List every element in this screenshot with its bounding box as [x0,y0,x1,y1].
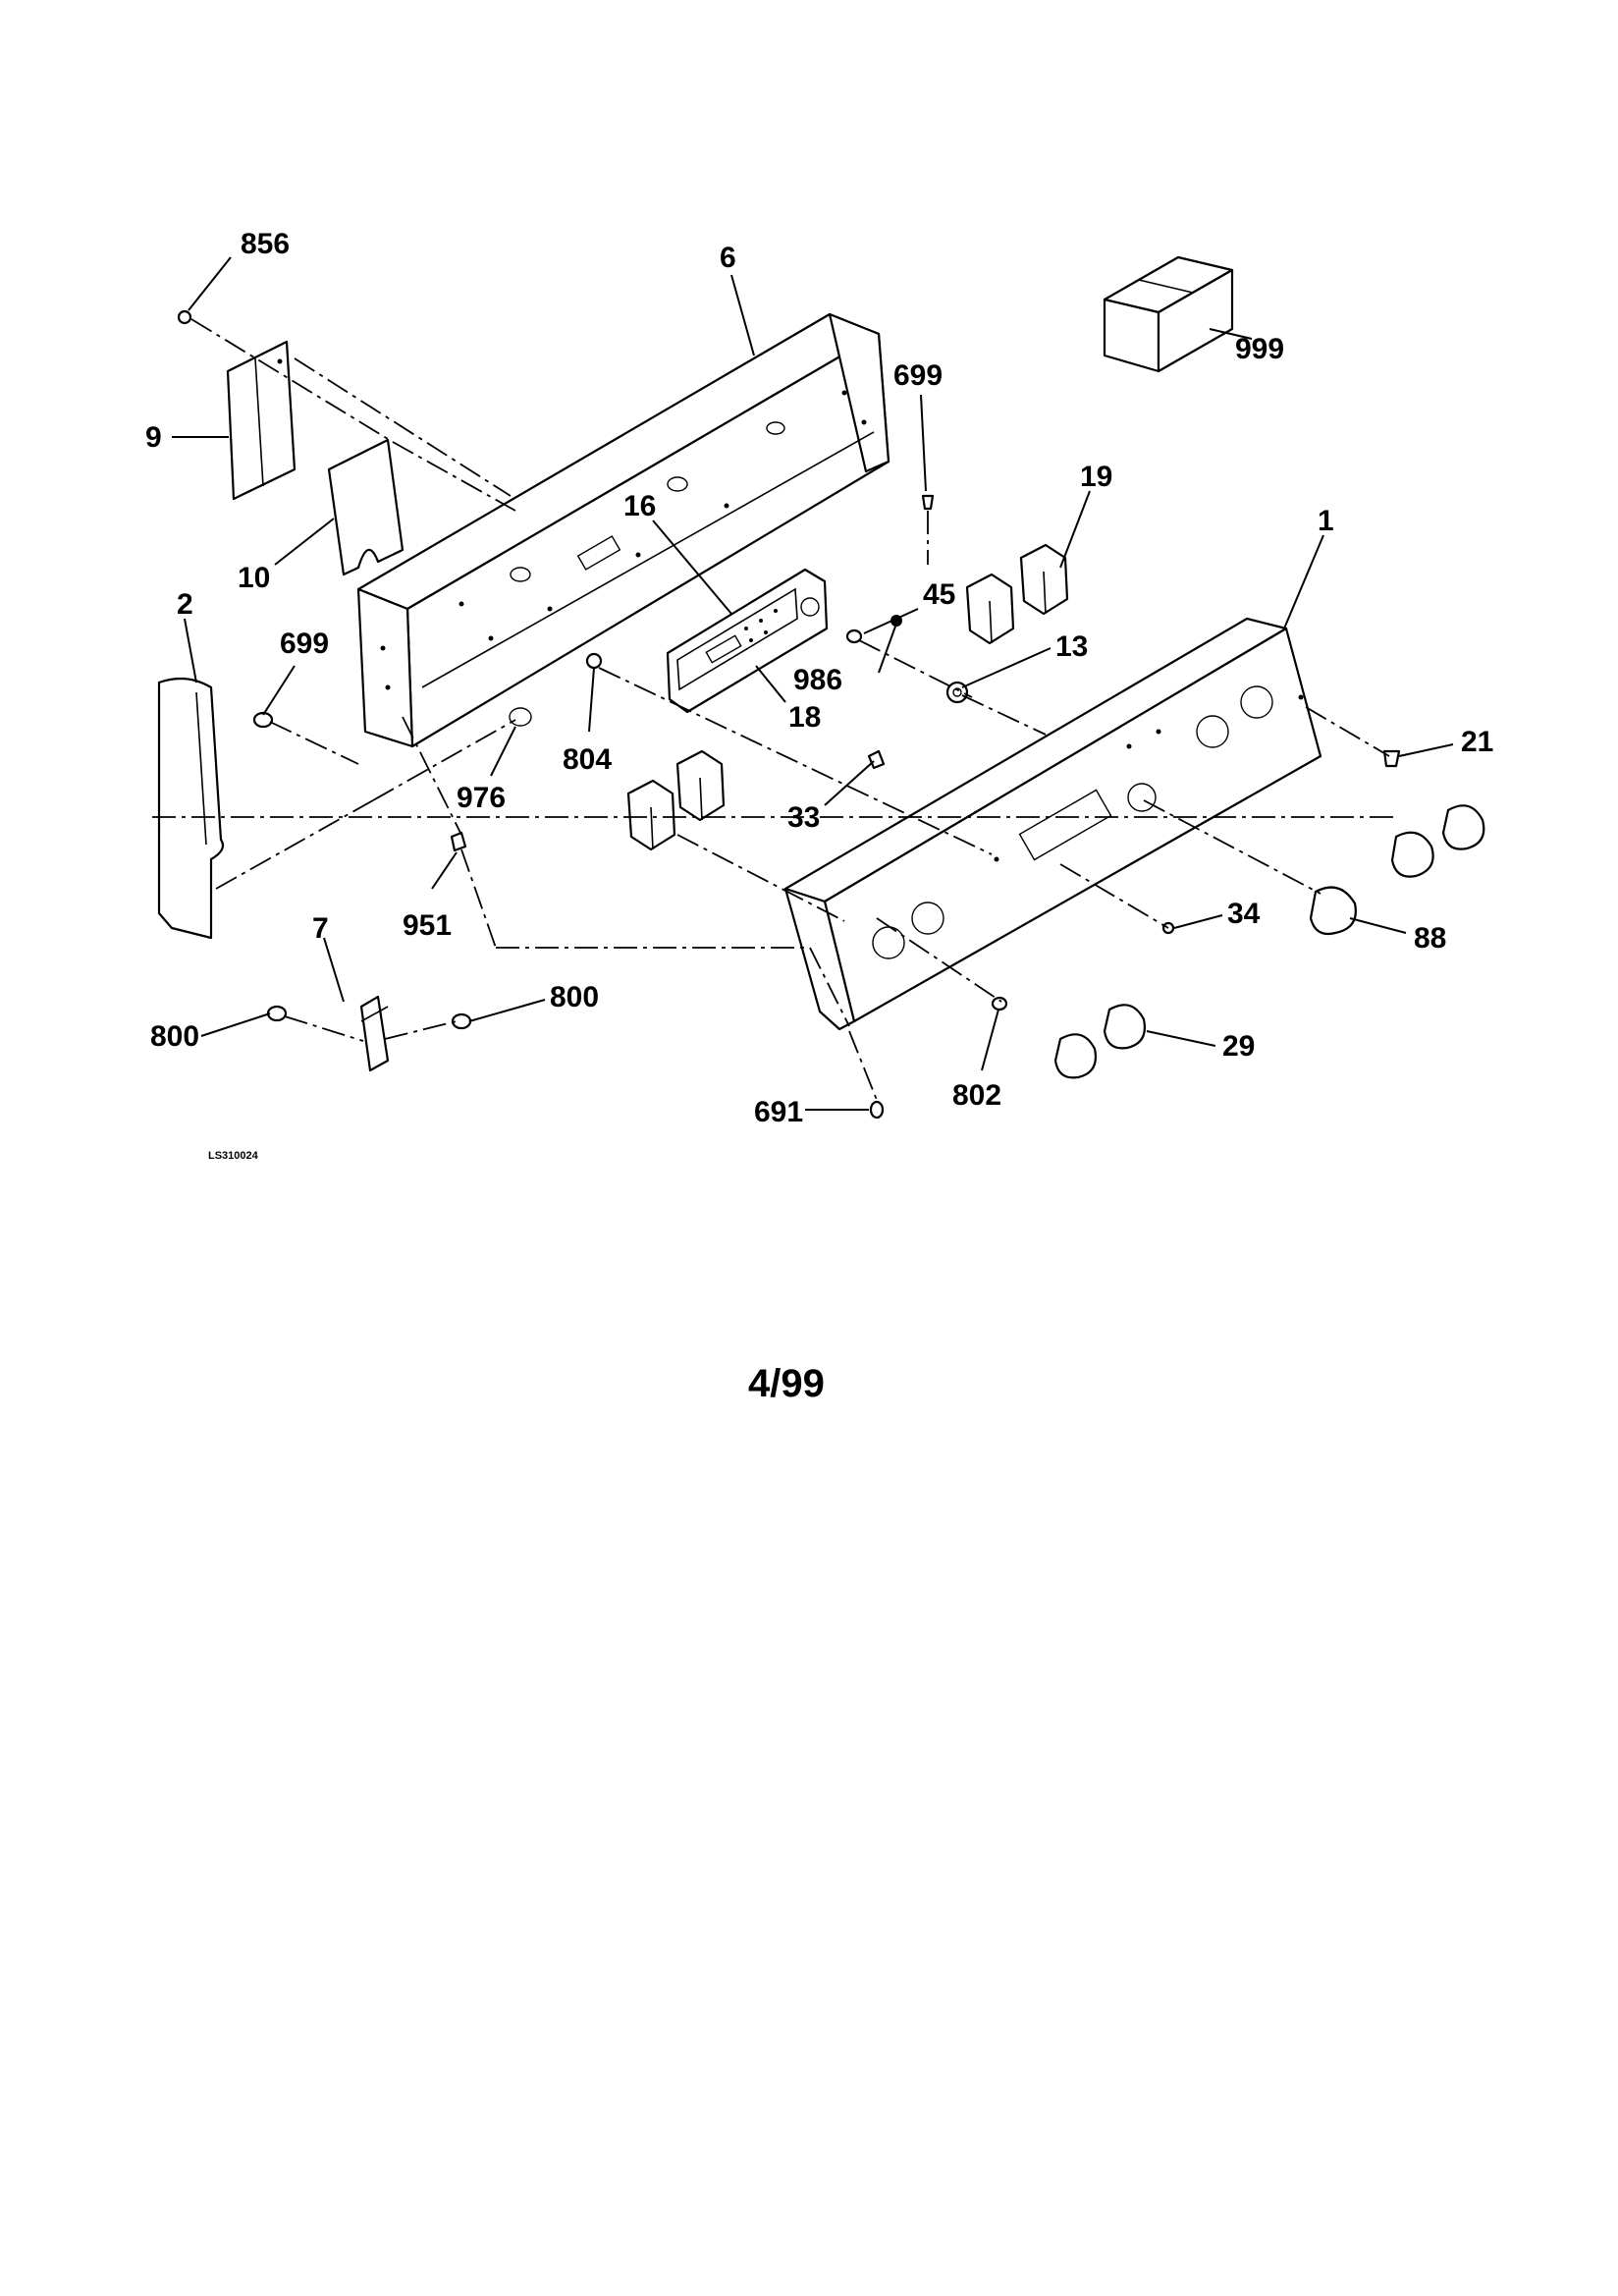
part-6-backguard [356,312,890,748]
callout-19: 19 [1080,461,1112,493]
callout-802: 802 [952,1079,1001,1112]
callout-699-left: 699 [280,628,329,660]
part-10-bracket [327,438,404,576]
callout-labels: 856 6 999 699 9 10 16 19 1 2 699 45 13 9… [145,228,1493,1128]
callout-13: 13 [1055,630,1088,663]
drawing-code: LS310024 [208,1150,259,1162]
part-2-endcap [157,677,225,940]
callout-9: 9 [145,421,162,454]
callout-1: 1 [1318,505,1334,537]
callout-699-top: 699 [893,359,943,392]
date-code: 4/99 [748,1362,825,1405]
fasteners [177,309,1401,1120]
part-7-bracket [359,995,390,1072]
callout-976: 976 [457,782,506,814]
part-lower-switches [626,749,726,851]
callout-804: 804 [563,743,612,776]
part-9-bracket [226,340,297,501]
callout-10: 10 [238,562,270,594]
callout-691: 691 [754,1096,803,1128]
callout-800-right: 800 [550,981,599,1013]
callout-33: 33 [787,801,820,834]
callout-2: 2 [177,588,193,621]
callout-34: 34 [1227,898,1261,930]
part-88-knobs [1309,804,1485,936]
callout-21: 21 [1461,726,1493,758]
callout-88: 88 [1414,922,1446,955]
callout-45: 45 [923,578,955,611]
callout-999: 999 [1235,333,1284,365]
leader-lines [172,256,1454,1111]
callout-16: 16 [623,490,656,522]
callout-18: 18 [788,701,821,734]
callout-951: 951 [403,909,452,942]
part-999-box [1103,255,1234,373]
callout-7: 7 [312,912,329,945]
callout-986: 986 [793,664,842,696]
part-29-knobs [1053,1004,1146,1079]
callout-856: 856 [241,228,290,260]
part-1-control-panel [783,617,1322,1031]
callout-800-left: 800 [150,1020,199,1053]
alignment-lines [152,318,1399,1101]
callout-6: 6 [720,242,736,274]
part-16-control-board [666,568,829,714]
part-19-switches [965,543,1069,645]
callout-29: 29 [1222,1030,1255,1063]
